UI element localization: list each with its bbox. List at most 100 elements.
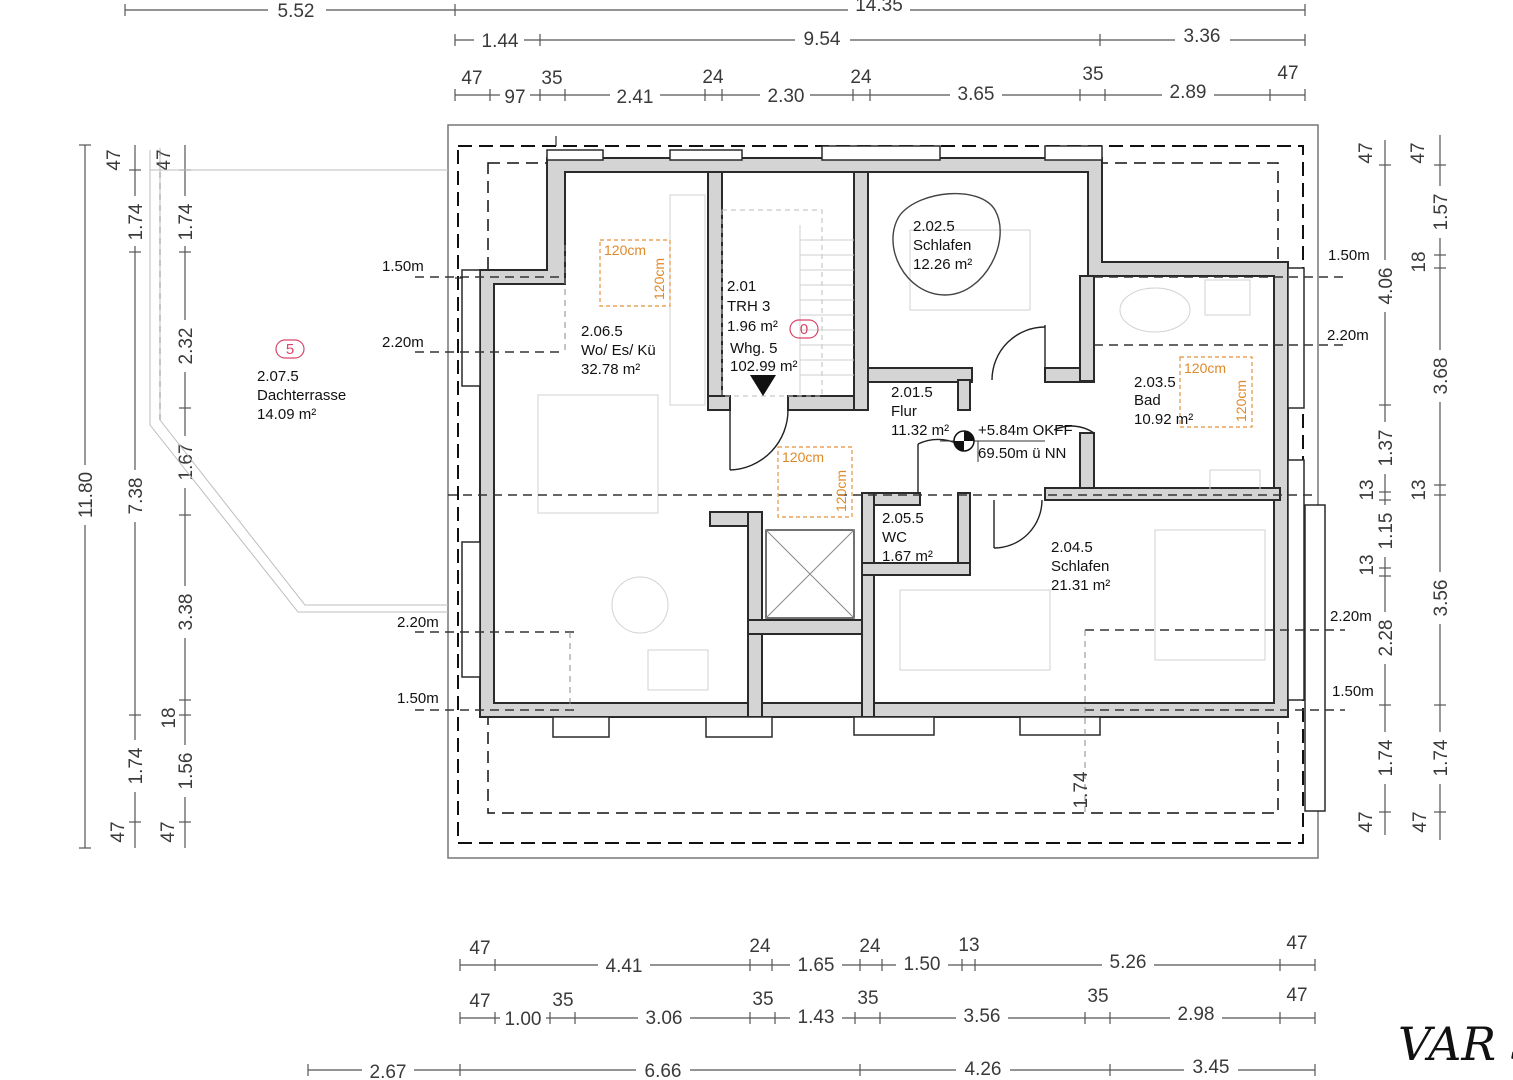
height-left-3: 1.50m (397, 690, 439, 707)
height-left-2: 2.20m (397, 614, 439, 631)
room-labels: 2.06.5 Wo/ Es/ Kü 32.78 m² 2.01 TRH 3 1.… (257, 218, 1193, 594)
wall-stair-bottom-left (707, 395, 731, 411)
dim-left-outer-0: 47 (104, 149, 125, 170)
height-right-2: 2.20m (1330, 608, 1372, 625)
dim-right-outer-4: 13 (1409, 479, 1430, 500)
handwritten-signature: VAR 3 (1398, 1017, 1513, 1071)
dim-right-inner-1: 4.06 (1376, 268, 1397, 305)
dim-left-inner-4: 3.38 (176, 594, 197, 631)
dim-top-r3-s4: 35 (1082, 64, 1103, 85)
clearance-label-3: 120cm (782, 449, 824, 465)
apartment-area: 102.99 m² (730, 358, 798, 375)
dim-top-r3-s2: 24 (702, 67, 724, 88)
dim-left-inner-6: 1.56 (176, 753, 197, 790)
dim-right-inner-5: 13 (1357, 554, 1378, 575)
wall-stair-right (853, 171, 869, 411)
dim-left-outer-2: 11.80 (76, 472, 97, 518)
clearance-zones (599, 239, 1253, 518)
dim-bot-r2-b0: 1.00 (505, 1009, 542, 1030)
dim-right-inner-4: 1.15 (1376, 513, 1397, 550)
terrace-tag: 5 (286, 341, 294, 358)
dim-bot-r2-s1: 35 (552, 990, 573, 1011)
room-number: 2.03.5 (1134, 374, 1176, 391)
dim-bot-r1-b1: 1.65 (798, 955, 835, 976)
room-number: 2.02.5 (913, 218, 955, 235)
stair (721, 209, 854, 397)
dim-bot-r2-s4: 35 (1087, 986, 1108, 1007)
height-right-3: 1.50m (1332, 683, 1374, 700)
bottom-dimensions: 47 24 24 13 47 4.41 1.65 1.50 5.26 47 35… (307, 933, 1316, 1080)
stair-direction-arrow (750, 375, 776, 396)
dim-bot-r1-b0: 4.41 (606, 956, 643, 977)
window-height-marks: 1.50m 2.20m 2.20m 1.50m 1.50m 2.20m 2.20… (382, 247, 1374, 808)
dim-top-r2-0: 1.44 (482, 31, 519, 52)
dim-right-outer-0: 47 (1408, 142, 1429, 163)
dim-bot-r3-0: 2.67 (370, 1062, 407, 1080)
elevator-shaft (765, 529, 855, 619)
room-area: 10.92 m² (1134, 411, 1193, 428)
height-lines (415, 245, 1345, 815)
dim-bot-r1-s3: 13 (958, 935, 979, 956)
clearance-label-1: 120cm (604, 242, 646, 258)
dim-top-r3-b1: 2.41 (617, 87, 654, 108)
dim-top-r3-s3: 24 (850, 67, 872, 88)
room-number: 2.01.5 (891, 384, 933, 401)
wall-wc-right (957, 492, 971, 566)
terrace-tag-oval (275, 339, 305, 359)
room-number: 2.06.5 (581, 323, 623, 340)
wall-shaft-bottom (747, 619, 875, 635)
dim-top-r3-s5: 47 (1277, 63, 1298, 84)
dim-bot-r2-s2: 35 (752, 989, 773, 1010)
room-wc: 2.05.5 WC 1.67 m² (882, 510, 933, 565)
wall-schlafen-left (861, 574, 875, 718)
dim-right-inner-0: 47 (1356, 142, 1377, 163)
room-name: Schlafen (1051, 558, 1109, 575)
dim-right-inner-7: 1.74 (1376, 739, 1397, 776)
right-dimensions: 47 4.06 1.37 13 1.15 13 2.28 1.74 47 47 … (1356, 135, 1452, 840)
dim-left-inner-3: 1.67 (176, 444, 197, 481)
dim-top-r2-2: 3.36 (1184, 26, 1221, 47)
dim-top-r2-1: 9.54 (804, 29, 841, 50)
dim-right-inner-2: 1.37 (1376, 430, 1397, 467)
dim-bot-r2-b4: 2.98 (1178, 1004, 1215, 1025)
dim-left-inner-7: 47 (158, 821, 179, 842)
room-flur: 2.01.5 Flur 11.32 m² (891, 384, 949, 439)
dim-top-r3-b2: 2.30 (768, 86, 805, 107)
dim-right-outer-1: 1.57 (1431, 194, 1452, 231)
level-nn: 69.50m ü NN (978, 445, 1066, 462)
dim-left-inner-0: 47 (154, 149, 175, 170)
wall-bad-bottom (1044, 487, 1281, 501)
room-treppenhaus: 2.01 TRH 3 1.96 m² Whg. 5 102.99 m² 0 (727, 278, 819, 375)
room-area: 21.31 m² (1051, 577, 1110, 594)
room-area: 11.32 m² (891, 422, 949, 439)
room-schlafen-2: 2.04.5 Schlafen 21.31 m² (1051, 539, 1110, 594)
level-marker: +5.84m OKFF 69.50m ü NN (940, 422, 1073, 462)
clearance-label-4: 120cm (833, 470, 849, 512)
level-okff: +5.84m OKFF (978, 422, 1073, 439)
room-area: 12.26 m² (913, 256, 972, 273)
clearance-label-2: 120cm (651, 258, 667, 300)
room-bad: 2.03.5 Bad 10.92 m² (1134, 374, 1193, 428)
left-dimensions: 11.80 47 1.74 7.38 1.74 47 47 1.74 2.32 … (72, 144, 197, 849)
room-number: 2.01 (727, 278, 756, 295)
dim-top-r1-1: 14.35 (855, 0, 903, 16)
dim-right-inner-8: 47 (1356, 811, 1377, 832)
wall-wc-bottom (861, 562, 971, 576)
dim-top-r3-s0: 47 (461, 68, 482, 89)
dim-bot-r2-s5: 47 (1286, 985, 1307, 1006)
dim-right-outer-3: 3.68 (1431, 358, 1452, 395)
dim-bot-r3-3: 3.45 (1193, 1057, 1230, 1078)
dim-right-inner-6: 2.28 (1376, 620, 1397, 657)
wall-flur-stub (957, 379, 971, 411)
apartment-label: Whg. 5 (730, 340, 778, 357)
dim-bot-r1-s2: 24 (859, 936, 881, 957)
height-right-1: 2.20m (1327, 327, 1369, 344)
room-wohnen: 2.06.5 Wo/ Es/ Kü 32.78 m² (581, 323, 656, 378)
apartment-tag: 0 (800, 321, 808, 338)
wall-shaft-left (747, 511, 763, 718)
dim-top-r3-b4: 2.89 (1170, 82, 1207, 103)
dim-top-r1-0: 5.52 (278, 1, 315, 22)
doors (729, 325, 1095, 549)
room-number: 2.05.5 (882, 510, 924, 527)
height-left-0: 1.50m (382, 258, 424, 275)
